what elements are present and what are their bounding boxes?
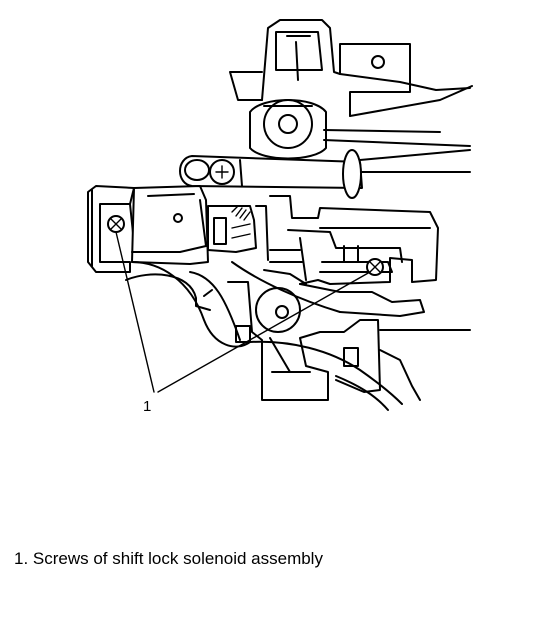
callout-leaders: [115, 231, 371, 393]
lever-pivot: [184, 159, 235, 185]
lower-left-bracket: [125, 273, 213, 311]
callout-label-1: 1: [143, 398, 152, 415]
solenoid-screw-left: [107, 215, 125, 233]
lower-linkage: [231, 261, 425, 333]
key-cylinder: [249, 99, 327, 160]
figure-caption: 1. Screws of shift lock solenoid assembl…: [14, 549, 323, 568]
lock-plate: [263, 195, 439, 285]
bracket-hole: [371, 55, 385, 69]
upper-bracket: [229, 19, 471, 117]
solenoid-body: [131, 185, 209, 265]
solenoid-plunger: [207, 205, 269, 261]
harness-wire: [131, 261, 403, 411]
solenoid-screw-right: [366, 258, 384, 276]
column-tubes: [323, 85, 473, 173]
lower-cover: [379, 329, 471, 401]
